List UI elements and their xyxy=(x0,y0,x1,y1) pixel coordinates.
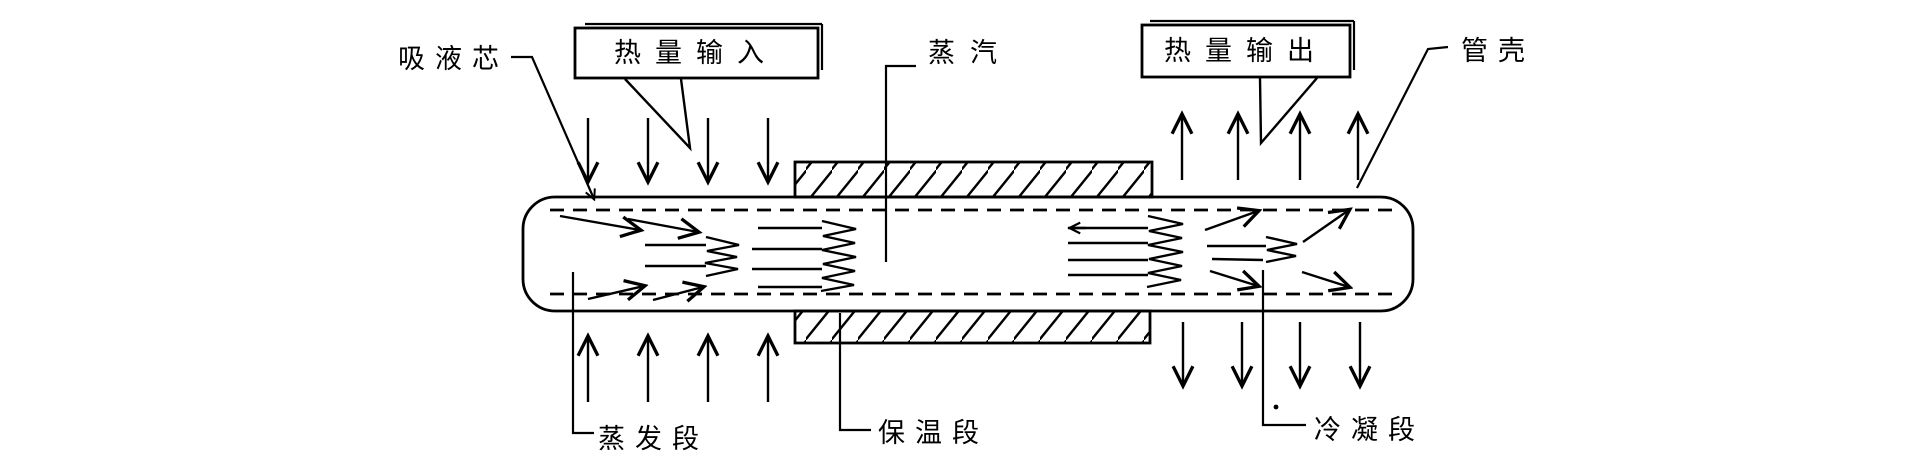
vapor-zigzag-arrowhead xyxy=(1146,214,1184,289)
adiabatic-annotation: 保温段 xyxy=(838,313,989,449)
heat-output-arrows-top xyxy=(1182,115,1358,180)
heat-input-callout-tail xyxy=(624,78,692,152)
insulation-block-top xyxy=(793,160,1154,199)
heat-output-callout-tail xyxy=(1258,77,1318,147)
heat-output-callout: 热量输出 xyxy=(1140,19,1356,147)
shell-leader-line xyxy=(1356,45,1449,189)
shell-annotation: 管壳 xyxy=(1356,36,1535,189)
vapor-zigzag-arrowhead xyxy=(820,219,857,293)
vapor-zigzag-arrowhead xyxy=(1265,235,1298,264)
evaporator-label: 蒸发段 xyxy=(598,424,709,454)
vapor-leader-line xyxy=(884,64,916,262)
stray-dot xyxy=(1273,404,1279,410)
heat-output-label: 热量输出 xyxy=(1164,36,1328,67)
vapor-annotation: 蒸汽 xyxy=(884,38,1012,262)
heat-output-arrows-bottom xyxy=(1183,322,1360,385)
heat-input-arrows-bottom xyxy=(588,337,768,402)
condenser-label: 冷凝段 xyxy=(1314,415,1425,446)
condenser-flow-arrows xyxy=(1068,210,1349,287)
condenser-leader-line xyxy=(1261,270,1306,427)
evaporator-flow-arrows xyxy=(559,214,857,300)
vapor-zigzag-arrowhead xyxy=(704,235,740,278)
shell-label: 管壳 xyxy=(1461,36,1535,67)
heat-input-callout: 热量输入 xyxy=(573,22,824,152)
wick-leader-line xyxy=(511,55,594,199)
adiabatic-label: 保温段 xyxy=(878,418,989,449)
condenser-annotation: 冷凝段 xyxy=(1261,270,1425,446)
evaporator-annotation: 蒸发段 xyxy=(571,272,709,454)
wick-label: 吸液芯 xyxy=(398,44,509,75)
wick-annotation: 吸液芯 xyxy=(398,44,594,199)
insulation-block-bottom xyxy=(793,309,1152,345)
heat-input-label: 热量输入 xyxy=(614,38,778,69)
vapor-label: 蒸汽 xyxy=(928,38,1012,69)
wick-boundary-lines xyxy=(550,208,1392,296)
adiabatic-leader-line xyxy=(838,313,871,432)
evaporator-leader-line xyxy=(571,272,594,435)
heat-input-arrows-top xyxy=(588,118,768,181)
